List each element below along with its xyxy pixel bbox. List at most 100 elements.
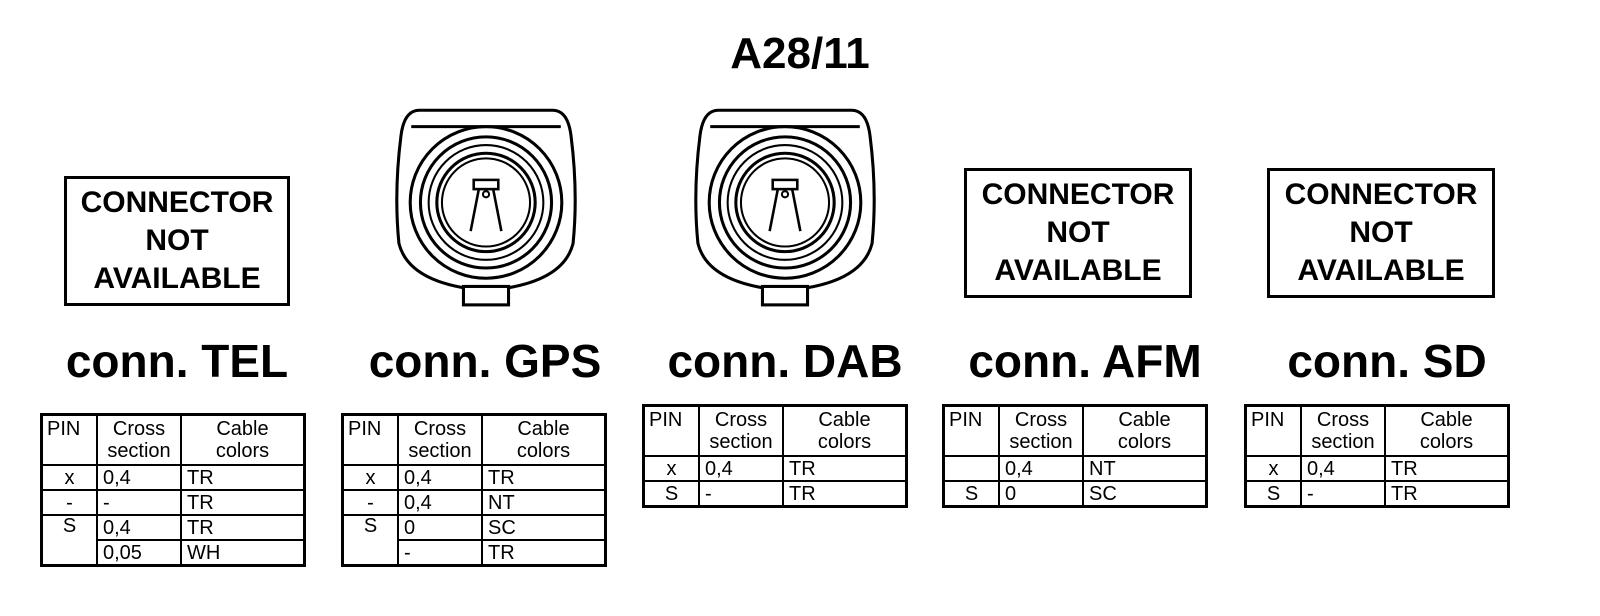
table-row: - 0,4 NT [341, 489, 607, 516]
cable-header-line1: Cable [1118, 409, 1171, 431]
pin-cell: x [642, 455, 700, 482]
not-available-line: CONNECTOR [80, 186, 274, 219]
cross-section-cell: 0,4 [998, 455, 1084, 482]
pin-cell: S [1244, 480, 1302, 508]
cross-section-cell: 0,4 [1300, 455, 1386, 482]
cross-header-line2: section [107, 440, 171, 462]
not-available-line: CONNECTOR [981, 178, 1175, 211]
connector-label: conn. SD [1287, 335, 1487, 387]
not-available-line: AVAILABLE [93, 262, 261, 295]
cross-section-cell: - [698, 480, 784, 508]
pin-header-label: PIN [47, 418, 81, 440]
cable-header-line2: colors [1419, 431, 1474, 453]
coax-connector-drawing [395, 108, 577, 307]
cross-header-line1: Cross [413, 418, 467, 440]
page-title: A28/11 [730, 29, 870, 78]
cable-color-cell: TR [481, 464, 607, 491]
not-available-line: NOT [145, 224, 209, 257]
cable-color-cell: TR [782, 480, 908, 508]
table-row: S 0,4 TR [40, 514, 306, 567]
connector-label: conn. DAB [667, 335, 903, 387]
cable-color-cell: TR [1384, 480, 1510, 508]
pin-cell: x [341, 464, 399, 491]
not-available-line: AVAILABLE [1297, 254, 1465, 287]
table-row: S 0 SC [341, 514, 607, 567]
pin-header: PIN [642, 404, 700, 457]
cross-section-cell: 0,4 [698, 455, 784, 482]
not-available-box: CONNECTOR NOT AVAILABLE [64, 176, 290, 306]
connector-label: conn. AFM [968, 335, 1202, 387]
not-available-line: NOT [1349, 216, 1413, 249]
pin-header-label: PIN [348, 418, 382, 440]
pin-cell: x [40, 464, 98, 491]
pin-header: PIN [341, 413, 399, 466]
cable-header-line1: Cable [216, 418, 269, 440]
pin-cell [942, 455, 1000, 482]
cross-section-cell: 0,4 [96, 464, 182, 491]
table-row: x 0,4 TR [341, 464, 607, 491]
pin-cell: S [942, 480, 1000, 508]
pin-header: PIN [942, 404, 1000, 457]
not-available-line: AVAILABLE [994, 254, 1162, 287]
pin-cell: S [40, 514, 98, 567]
pin-header-label: PIN [649, 409, 683, 431]
cross-header-line1: Cross [1014, 409, 1068, 431]
cross-section-cell: - [397, 539, 483, 567]
cable-header-line1: Cable [1420, 409, 1473, 431]
cable-color-cell: TR [481, 539, 607, 567]
cross-header-line1: Cross [714, 409, 768, 431]
cross-section-cell: 0,4 [96, 514, 182, 541]
cable-header-line2: colors [1117, 431, 1172, 453]
not-available-line: NOT [1046, 216, 1110, 249]
cross-section-cell: - [1300, 480, 1386, 508]
not-available-box: CONNECTOR NOT AVAILABLE [964, 168, 1192, 298]
cable-color-cell: WH [180, 539, 306, 567]
table-row: - TR [343, 539, 607, 567]
cross-header-line2: section [1009, 431, 1073, 453]
table-row: - - TR [40, 489, 306, 516]
cable-color-cell: TR [782, 455, 908, 482]
not-available-line: CONNECTOR [1284, 178, 1478, 211]
cross-header-line1: Cross [1316, 409, 1370, 431]
cross-header-line2: section [709, 431, 773, 453]
table-row: S - TR [1244, 480, 1510, 508]
pin-cell: - [341, 489, 399, 516]
cable-color-cell: TR [180, 514, 306, 541]
connector-label: conn. TEL [65, 335, 289, 387]
table-row: S 0 SC [942, 480, 1208, 508]
pin-header-label: PIN [949, 409, 983, 431]
cross-header-line1: Cross [112, 418, 166, 440]
table-row: x 0,4 TR [642, 455, 908, 482]
cable-color-cell: SC [481, 514, 607, 541]
pin-cell: S [642, 480, 700, 508]
cross-section-cell: 0 [397, 514, 483, 541]
cross-header-line2: section [408, 440, 472, 462]
cable-header-line1: Cable [818, 409, 871, 431]
pin-cell: S [341, 514, 399, 567]
table-row: S - TR [642, 480, 908, 508]
cable-header-line2: colors [817, 431, 872, 453]
connector-column-sd: CONNECTOR NOT AVAILABLE conn. SD PIN Cro… [1242, 0, 1532, 616]
cross-section-cell: 0,4 [397, 489, 483, 516]
pin-header-label: PIN [1251, 409, 1285, 431]
